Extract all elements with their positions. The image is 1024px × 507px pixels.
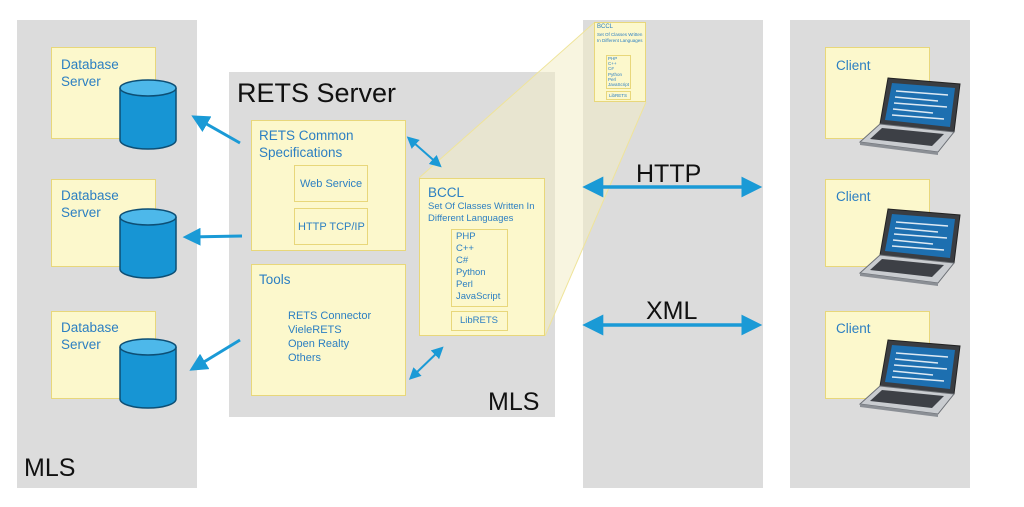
rets-server-title: RETS Server (237, 78, 397, 108)
bccl-thumbnail-subtitle: Set Of Classes Written In Different Lang… (597, 32, 643, 43)
bccl-thumbnail-title: BCCL (597, 24, 614, 30)
arrow-specs-to-db1 (191, 115, 241, 145)
tools-box (251, 264, 406, 396)
thumbnail-language-item: Perl (608, 76, 617, 82)
thumbnail-language-item: C# (608, 66, 614, 72)
language-item: PHP (456, 231, 476, 242)
arrow-specs-to-db2 (182, 227, 243, 246)
thumbnail-language-item: C++ (608, 61, 617, 67)
language-item: Python (456, 267, 486, 278)
database-icon (119, 338, 177, 409)
client-label: Client (836, 58, 871, 73)
arrow-tools-to-db3 (189, 338, 241, 371)
database-server-label: Database Server (61, 57, 119, 89)
language-item: C++ (456, 243, 474, 254)
tool-item: RETS Connector (288, 310, 372, 322)
web-service-box (294, 165, 368, 202)
laptop-icon (858, 77, 961, 155)
thumbnail-language-item: JavaScript (608, 82, 630, 88)
http-tcpip-label: HTTP TCP/IP (298, 221, 365, 233)
tool-item: Others (288, 352, 322, 364)
bccl-subtitle: Set Of Classes Written In Different Lang… (428, 201, 535, 224)
laptop-icon (858, 208, 961, 286)
tool-item: VieleRETS (288, 324, 342, 336)
thumbnail-librets-label: LibRETS (609, 93, 628, 98)
http-tcpip-box (294, 208, 368, 245)
laptop-icon (858, 339, 961, 417)
thumbnail-languages-box (606, 55, 631, 89)
bccl-title: BCCL (428, 185, 465, 200)
thumbnail-languages-list: PHP C++ C# Python Perl JavaScript (608, 56, 629, 87)
database-icon (119, 79, 177, 150)
mls-label-left: MLS (24, 454, 76, 482)
database-icon (119, 208, 177, 279)
thumbnail-language-item: Python (608, 71, 623, 77)
languages-box (451, 229, 508, 307)
language-item: Perl (456, 279, 473, 290)
arrow-tools-bccl (408, 346, 444, 380)
client-label: Client (836, 189, 871, 204)
language-item: JavaScript (456, 291, 501, 302)
tools-title: Tools (259, 272, 291, 287)
language-item: C# (456, 255, 469, 266)
librets-label: LibRETS (460, 315, 499, 326)
thumbnail-language-item: PHP (608, 56, 618, 61)
librets-box (451, 311, 508, 331)
arrow-specs-bccl (406, 136, 442, 168)
languages-list: PHP C++ C# Python Perl JavaScript (456, 231, 500, 303)
client-label: Client (836, 321, 871, 336)
thumbnail-librets-box (606, 91, 631, 100)
database-server-label: Database Server (61, 188, 119, 220)
rets-common-specs-title: RETS Common Specifications (259, 128, 354, 160)
web-service-label: Web Service (300, 178, 363, 190)
database-server-label: Database Server (61, 320, 119, 352)
tool-item: Open Realty (288, 338, 350, 350)
mls-label-rets: MLS (488, 388, 540, 416)
